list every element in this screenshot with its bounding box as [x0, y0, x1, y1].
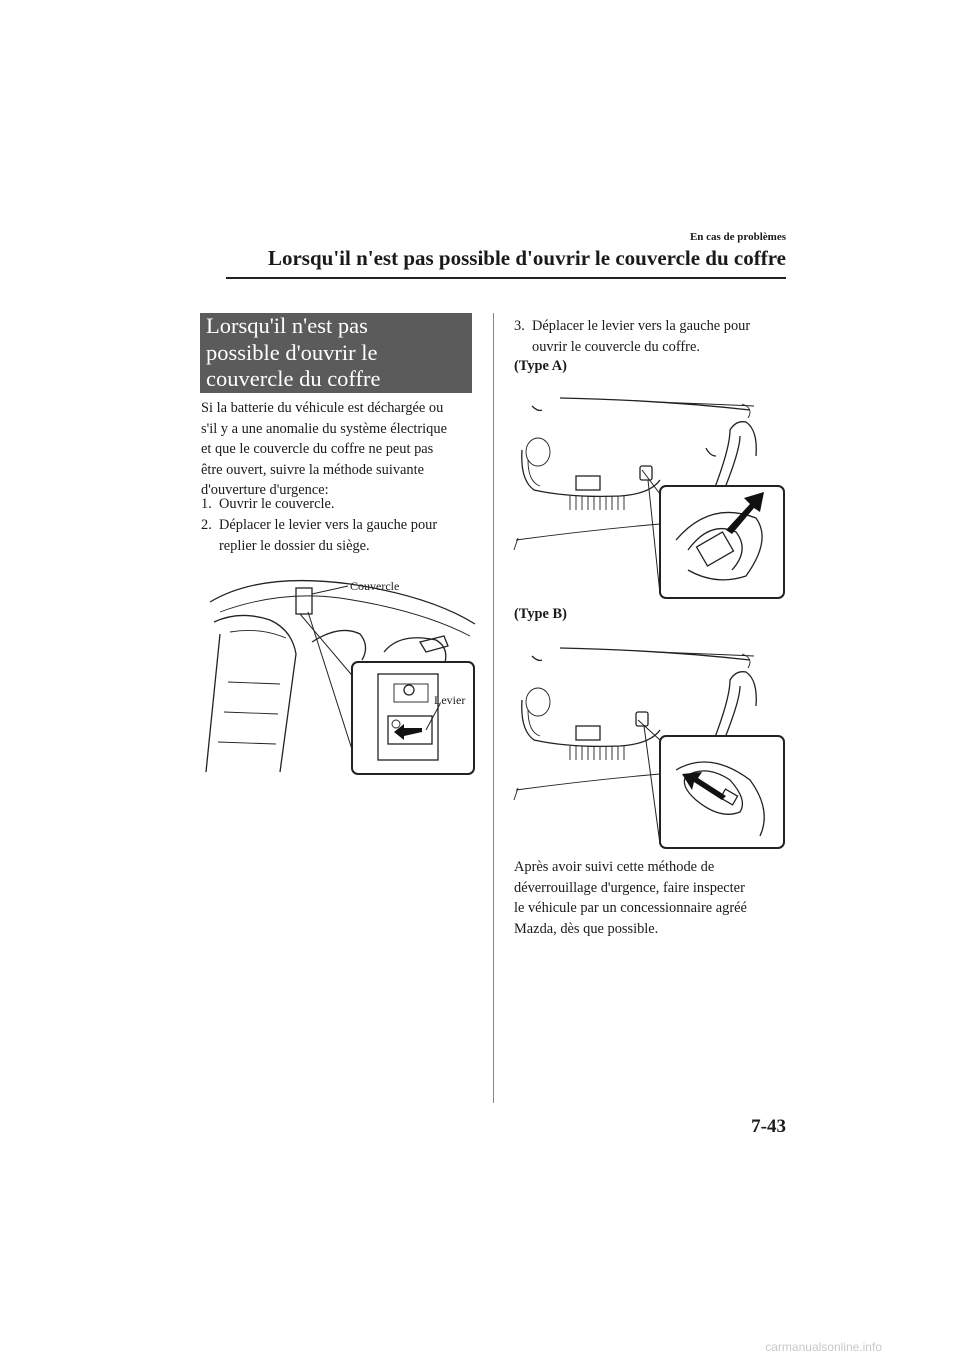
intro-line: d'ouverture d'urgence:: [201, 482, 329, 498]
section-title-line: Lorsqu'il n'est pas: [206, 313, 368, 338]
intro-line: être ouvert, suivre la méthode suivante: [201, 461, 424, 478]
type-a-lever-illustration: [513, 397, 785, 599]
type-b-lever-illustration: [513, 647, 785, 849]
type-b-label: (Type B): [514, 606, 567, 622]
intro-paragraph: Si la batterie du véhicule est déchargée…: [201, 398, 477, 501]
section-title-line: couvercle du coffre: [206, 366, 381, 391]
watermark: carmanualsonline.info: [765, 1340, 882, 1354]
closing-line: déverrouillage d'urgence, faire inspecte…: [514, 879, 745, 896]
running-title: Lorsqu'il n'est pas possible d'ouvrir le…: [267, 246, 786, 270]
type-b-detail-inset: [659, 735, 785, 849]
header-rule: [226, 277, 786, 279]
cover-label: Couvercle: [350, 579, 399, 593]
step-text: Déplacer le levier vers la gauche pour: [219, 517, 438, 533]
step-text: ouvrir le couvercle du coffre.: [532, 338, 700, 355]
step-text: replier le dossier du siège.: [219, 537, 370, 554]
step-number: 1.: [201, 496, 212, 512]
type-a-label: (Type A): [514, 358, 567, 374]
lever-detail-inset: Levier: [351, 661, 475, 775]
section-title-line: possible d'ouvrir le: [206, 339, 378, 365]
page-number: 7-43: [751, 1116, 786, 1137]
lever-label: Levier: [434, 693, 465, 707]
section-title-box: [200, 313, 472, 393]
seat-lever-illustration: Couvercle Levier: [205, 579, 476, 775]
seat-drawing: [205, 579, 476, 773]
section-title: Lorsqu'il n'est pas possible d'ouvrir le…: [206, 313, 468, 393]
closing-line: Après avoir suivi cette méthode de: [514, 859, 715, 875]
intro-line: et que le couvercle du coffre ne peut pa…: [201, 441, 434, 457]
cover-callout: Couvercle: [311, 579, 399, 595]
step-number: 3.: [514, 318, 525, 334]
closing-paragraph: Après avoir suivi cette méthode de déver…: [514, 857, 786, 939]
column-divider: [493, 313, 494, 1103]
step-text: Ouvrir le couvercle.: [219, 496, 335, 512]
type-a-detail-inset: [659, 485, 785, 599]
intro-line: Si la batterie du véhicule est déchargée…: [201, 400, 444, 416]
closing-line: Mazda, dès que possible.: [514, 920, 659, 937]
step-text: Déplacer le levier vers la gauche pour: [532, 318, 751, 334]
closing-line: le véhicule par un concessionnaire agréé: [514, 900, 747, 916]
trunk-interior-drawing: [513, 397, 757, 551]
chapter-label: En cas de problèmes: [689, 231, 786, 243]
intro-line: s'il y a une anomalie du système électri…: [201, 420, 447, 437]
step-number: 2.: [201, 517, 212, 533]
